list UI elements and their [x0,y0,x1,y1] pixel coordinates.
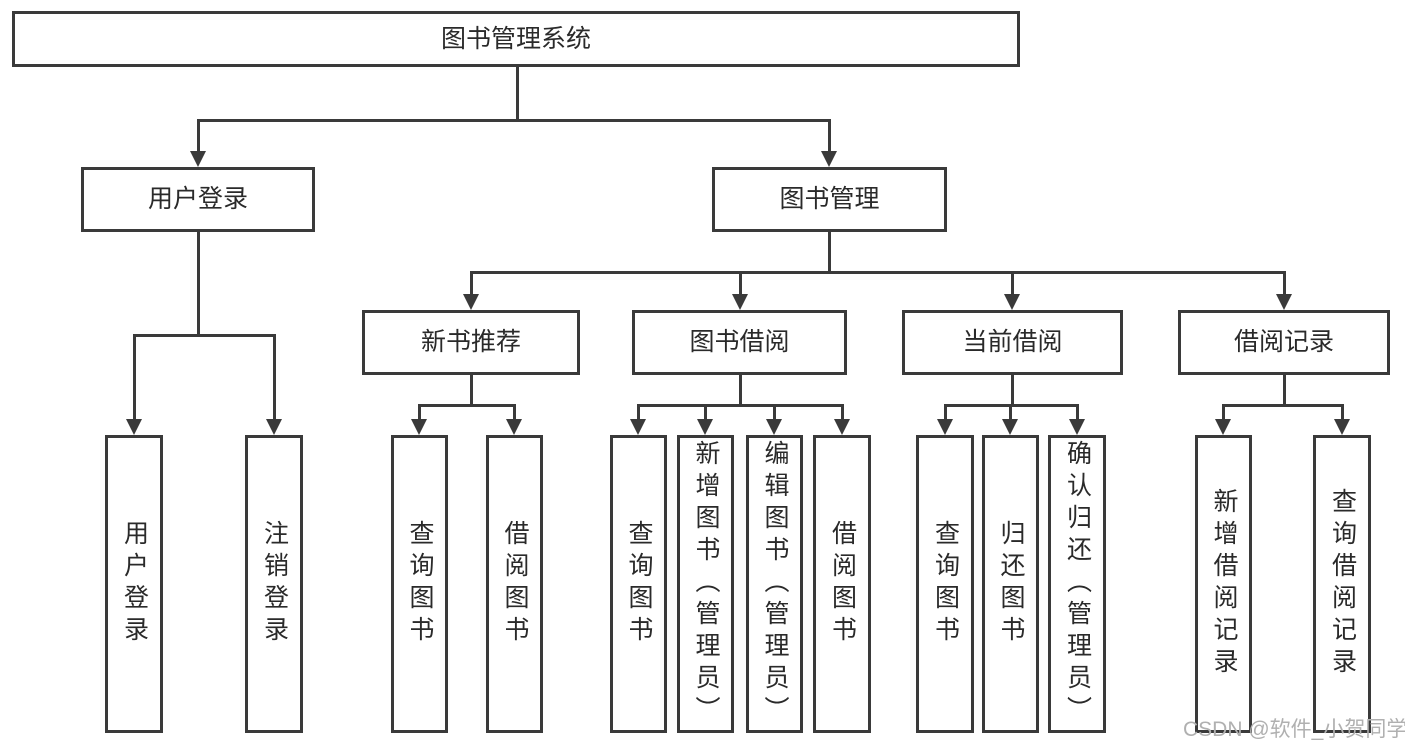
connector-group-spread [419,404,516,407]
connector-to-leaf [418,404,421,421]
arrow-down-icon [266,419,282,435]
connector-to-book-management [828,119,831,152]
connector-to-group [1011,271,1014,296]
leaf-nbr-query-books: 查询图书 [391,435,448,733]
leaf-nbr-borrow-books: 借阅图书 [486,435,543,733]
node-book-borrowing: 图书借阅 [632,310,847,375]
csdn-watermark: CSDN @软件_小贺同学 [1183,718,1405,741]
connector-to-leaf [944,404,947,421]
leaf-bb-query-books: 查询图书 [610,435,667,733]
arrow-down-icon [732,294,748,310]
leaf-logout: 注销登录 [245,435,303,733]
arrow-down-icon [697,419,713,435]
arrow-down-icon [630,419,646,435]
connector-level3-spread [470,271,1286,274]
connector-group-spread [638,404,843,407]
connector-to-leaf [773,404,776,421]
connector-to-leaf [637,404,640,421]
leaf-bb-add-books-admin: 新增图书（管理员） [677,435,734,733]
connector-user-login-stem [197,232,200,335]
arrow-down-icon [821,151,837,167]
connector-to-leaf [273,334,276,421]
node-borrowing-records: 借阅记录 [1178,310,1390,375]
leaf-user-login: 用户登录 [105,435,163,733]
connector-to-user-login [197,119,200,152]
leaf-cb-query-books: 查询图书 [916,435,974,733]
arrow-down-icon [1004,294,1020,310]
connector-user-login-spread [133,334,276,337]
connector-group-stem [1011,373,1014,406]
connector-to-leaf [513,404,516,421]
connector-group-stem [739,373,742,406]
connector-to-leaf [133,334,136,421]
arrow-down-icon [937,419,953,435]
node-root: 图书管理系统 [12,11,1020,67]
node-user-login: 用户登录 [81,167,315,232]
arrow-down-icon [126,419,142,435]
connector-to-leaf [1009,404,1012,421]
arrow-down-icon [1002,419,1018,435]
connector-to-leaf [1222,404,1225,421]
arrow-down-icon [1334,419,1350,435]
connector-level2-spread [197,119,831,122]
connector-to-group [1283,271,1286,296]
leaf-br-add-record: 新增借阅记录 [1195,435,1252,733]
connector-group-spread [1223,404,1343,407]
connector-to-leaf [704,404,707,421]
arrow-down-icon [766,419,782,435]
arrow-down-icon [1215,419,1231,435]
node-new-book-recommend: 新书推荐 [362,310,580,375]
connector-group-stem [470,373,473,406]
connector-group-stem [1283,373,1286,406]
arrow-down-icon [1276,294,1292,310]
leaf-cb-return-books: 归还图书 [982,435,1039,733]
connector-to-leaf [1341,404,1344,421]
leaf-bb-edit-books-admin: 编辑图书（管理员） [746,435,803,733]
connector-to-group [470,271,473,296]
arrow-down-icon [190,151,206,167]
arrow-down-icon [463,294,479,310]
arrow-down-icon [834,419,850,435]
leaf-br-query-record: 查询借阅记录 [1313,435,1371,733]
connector-to-leaf [841,404,844,421]
connector-to-group [739,271,742,296]
arrow-down-icon [506,419,522,435]
leaf-cb-confirm-return-admin: 确认归还（管理员） [1048,435,1106,733]
node-book-management: 图书管理 [712,167,947,232]
arrow-down-icon [1069,419,1085,435]
connector-book-management-stem [828,232,831,273]
leaf-bb-borrow-books: 借阅图书 [813,435,871,733]
connector-root-stem [516,67,519,120]
arrow-down-icon [411,419,427,435]
node-current-borrowing: 当前借阅 [902,310,1123,375]
connector-to-leaf [1076,404,1079,421]
